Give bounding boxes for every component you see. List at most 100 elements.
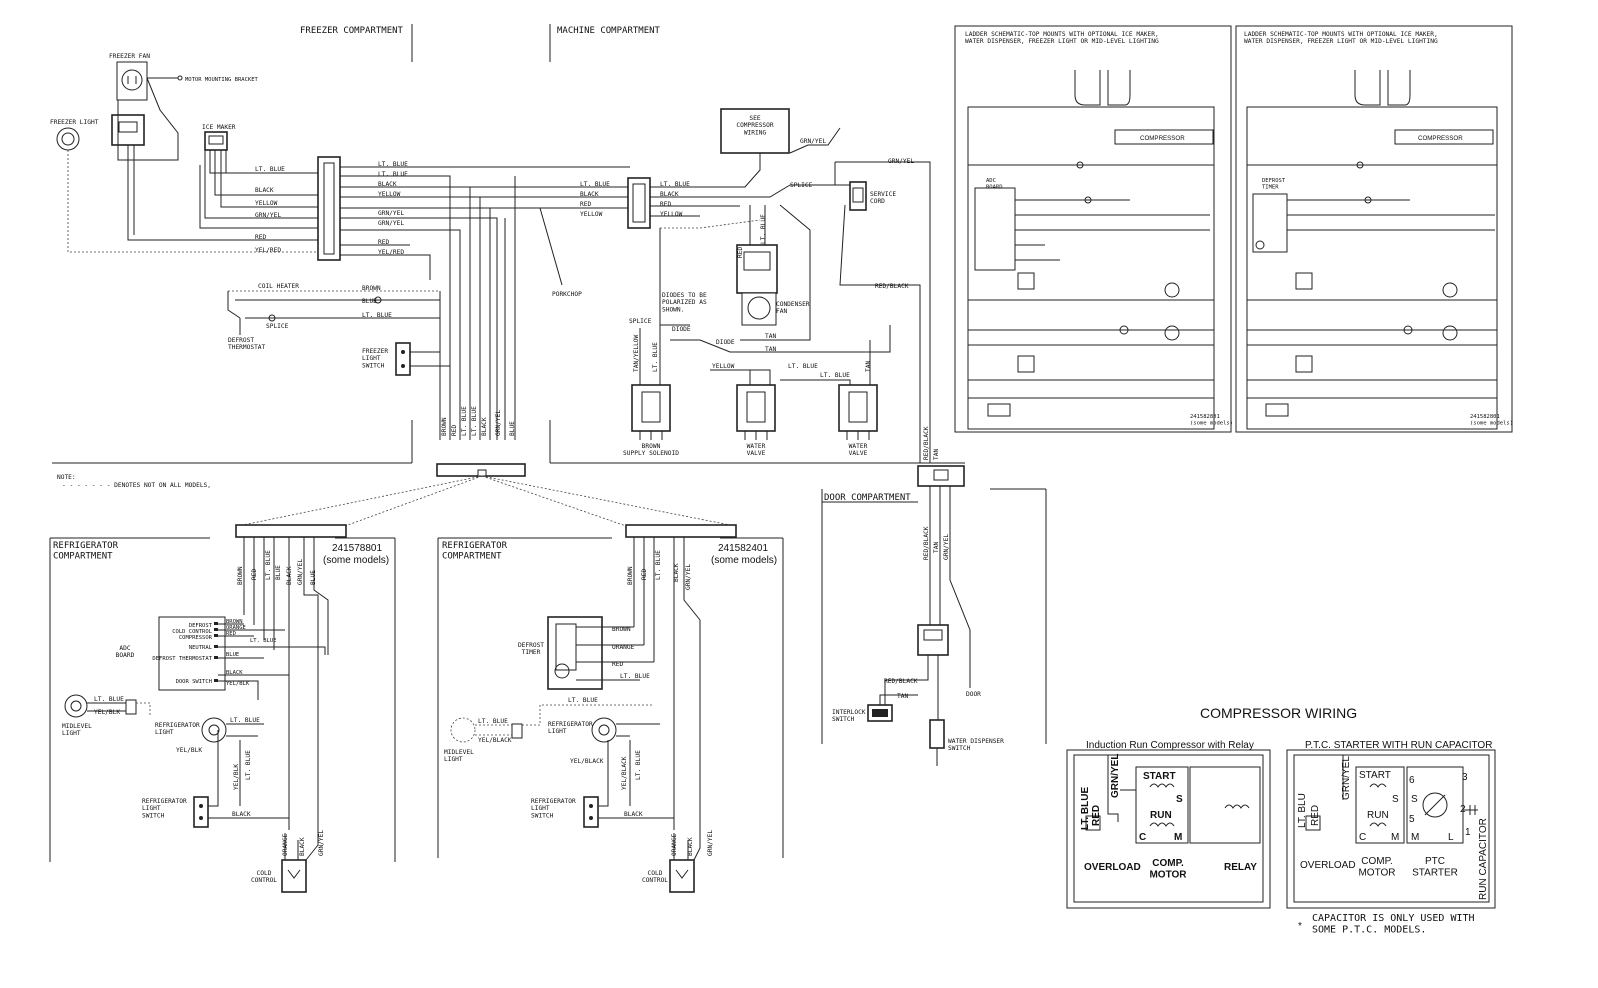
section-dividers — [52, 24, 965, 464]
ptc-m2: M — [1411, 832, 1419, 843]
fridge-right-misc-label: BLACK — [624, 811, 643, 818]
freezer-wire-label: RED — [255, 234, 266, 241]
relay-lt-blue: LT. BLUE — [1080, 787, 1091, 830]
coil-heater-label: COIL HEATER — [258, 283, 299, 290]
ptc-n6: 6 — [1409, 775, 1415, 786]
water-valve-2 — [838, 384, 878, 440]
machine-misc-label: LT. BLUE — [760, 214, 767, 244]
harness-wire-label: RED — [378, 239, 389, 246]
fridge-left-bundle-label: BLUE — [275, 565, 282, 580]
door-label: DOOR — [966, 691, 981, 698]
machine-misc-wire-labels: RED LT. BLUE TAN TAN YELLOW LT. BLUE LT.… — [633, 214, 872, 379]
machine-misc-label: LT. BLUE — [820, 372, 850, 379]
relay-relay: RELAY — [1224, 862, 1257, 873]
machine-misc-label: LT. BLUE — [652, 342, 659, 372]
machine-wire-labels: LT. BLUE BLACK RED YELLOW LT. BLUE BLACK… — [580, 181, 690, 218]
harness-wire-label: BLACK — [378, 181, 397, 188]
water-valve-1 — [736, 384, 776, 440]
relay-red: RED — [1091, 805, 1102, 826]
machine-misc-label: YELLOW — [712, 363, 735, 370]
adc-terminal-label: COMPRESSOR — [179, 635, 213, 641]
refrigerator-light-left — [201, 717, 264, 743]
porkchop-label: PORKCHOP — [552, 291, 582, 298]
red-black-label: RED/BLACK — [875, 283, 909, 290]
relay-compressor-box — [1066, 749, 1271, 909]
fridge-right-bundle-label: LT. BLUE — [655, 550, 662, 580]
fridge-right-bundle-label: RED — [641, 569, 648, 580]
ladder-part-label: 241582801(some models) — [1470, 414, 1513, 426]
harness-wire-label: LT. BLUE — [378, 161, 408, 168]
compressor-wiring-title: COMPRESSOR WIRING — [1200, 705, 1357, 721]
bundle-wire-label: BLUE — [509, 421, 516, 436]
adc-terminal-label: DOOR SWITCH — [176, 679, 212, 685]
midlevel-light-right — [450, 704, 652, 743]
door-wire-label: GRN/YEL — [943, 534, 950, 560]
ladder-schematic-2: LADDER SCHEMATIC-TOP MOUNTS WITH OPTIONA… — [1235, 25, 1513, 433]
ice-maker-label: ICE MAKER — [202, 124, 236, 131]
cold-control-right — [669, 830, 701, 893]
ptc-run-capacitor: RUN CAPACITOR — [1478, 818, 1489, 900]
heater-wire-label: LT. BLUE — [362, 312, 392, 319]
ptc-comp-motor: COMP.MOTOR — [1358, 856, 1395, 879]
bundle-wire-label: BROWN — [441, 417, 448, 436]
bundle-connector — [237, 463, 736, 527]
grn-yel-top-label: GRN/YEL — [800, 138, 826, 145]
ptc-box-title: P.T.C. STARTER WITH RUN CAPACITOR — [1305, 740, 1492, 751]
fridge-left-bundle-label: LT. BLUE — [265, 550, 272, 580]
ladder-title: LADDER SCHEMATIC-TOP MOUNTS WITH OPTIONA… — [1244, 31, 1438, 45]
fridge-right-misc-label: YEL/BLACK — [478, 737, 512, 744]
fridge-left-misc-label: BLACK — [232, 811, 251, 818]
machine-misc-label: TAN — [765, 333, 776, 340]
door-wire-label: TAN — [897, 693, 908, 700]
machine-wiring — [639, 127, 931, 463]
fridge-right-model-note: (some models) — [711, 555, 777, 566]
freezer-light-label: FREEZER LIGHT — [50, 119, 99, 126]
fridge-right-misc-label: LT. BLUE — [478, 718, 508, 725]
ptc-lt-blu: LT. BLU — [1297, 793, 1308, 828]
service-cord — [849, 181, 867, 211]
adc-wire-label: LT. BLUE — [250, 638, 277, 644]
fridge-right-model: 241582401 — [718, 543, 768, 554]
relay-overload: OVERLOAD — [1084, 862, 1141, 873]
machine-wire-label: YELLOW — [660, 211, 683, 218]
ptc-grn-yel: GRN/YEL — [1341, 756, 1352, 800]
bundle-wire-label: RED — [451, 425, 458, 436]
bundle-wire-label: LT. BLUE — [471, 406, 478, 436]
fridge-left-model: 241578801 — [332, 543, 382, 554]
ptc-red: RED — [1310, 805, 1321, 826]
ladder-title: LADDER SCHEMATIC-TOP MOUNTS WITH OPTIONA… — [965, 31, 1159, 45]
machine-wire-label: YELLOW — [580, 211, 603, 218]
footnote-star: * — [1298, 921, 1302, 932]
fridge-right-misc-label: LT. BLUE — [568, 697, 598, 704]
fridge-right-misc-label: YEL/BLACK — [570, 758, 604, 765]
machine-wire-label: LT. BLUE — [660, 181, 690, 188]
harness-wire-label: GRN/YEL — [378, 210, 404, 217]
fridge-left-frame — [49, 524, 396, 862]
adc-wire-label: BLUE — [226, 652, 239, 658]
timer-wire-labels: BROWN ORANGE RED LT. BLUE — [612, 626, 650, 680]
fridge-right-misc-labels: LT. BLUE YEL/BLACK LT. BLUE YEL/BLACK YE… — [478, 697, 714, 856]
coil-heater-wiring — [227, 290, 441, 440]
ptc-start: START — [1359, 770, 1391, 781]
fridge-left-misc-label: LT. BLUE — [230, 717, 260, 724]
fridge-right-bundle: BROWN RED LT. BLUE BLACK GRN/YEL — [627, 537, 701, 830]
fridge-left-bundle-label: BLUE — [310, 570, 317, 585]
fridge-right-frame — [437, 524, 784, 858]
refrigerator-light-switch-left — [193, 730, 289, 828]
fridge-left-misc-label: YEL/BLK — [233, 764, 240, 790]
freezer-main-connector — [317, 156, 341, 261]
